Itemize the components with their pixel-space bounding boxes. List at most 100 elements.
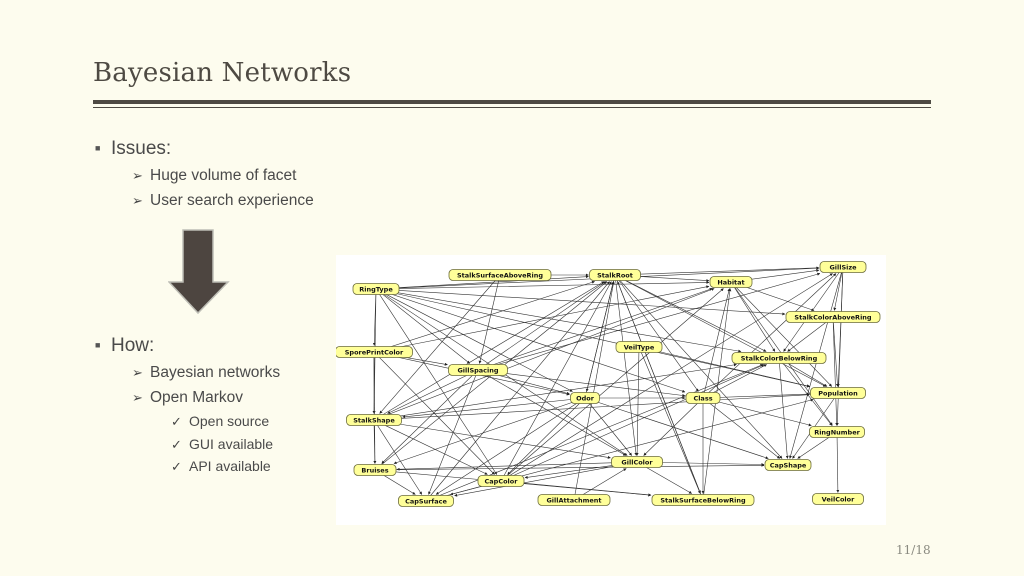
node-StalkRoot: StalkRoot	[589, 269, 641, 281]
checkmark-icon: ✓	[171, 437, 182, 452]
edge-RingType-StalkColorBelowRing	[375, 288, 742, 353]
edge-CapColor-StalkRoot	[500, 281, 612, 482]
arrow-bullet-icon: ➢	[132, 168, 143, 183]
edge-StalkRoot-GillColor	[614, 274, 638, 456]
node-label: Odor	[576, 395, 595, 403]
node-label: Class	[693, 395, 712, 403]
list-item-text: Open Markov	[150, 389, 244, 406]
node-label: RingNumber	[814, 429, 860, 437]
edge-SporePrintColor-StalkRoot	[373, 280, 595, 353]
edge-RingNumber-VeilColor	[836, 431, 840, 493]
edge-CapSurface-StalkColorBelowRing	[425, 364, 764, 502]
node-VeilColor: VeilColor	[812, 493, 864, 505]
edge-StalkShape-CapSurface	[373, 419, 423, 495]
edge-GillSpacing-CapSurface	[428, 369, 479, 495]
sub-list-item: ✓Open source	[171, 413, 269, 430]
arrow-bullet-icon: ➢	[132, 193, 143, 208]
edge-Bruises-CapShape	[374, 463, 765, 471]
edge-GillSize-RingNumber	[835, 266, 844, 426]
square-bullet-icon: ■	[95, 340, 101, 350]
edge-Odor-StalkShape	[402, 397, 586, 419]
node-StalkSurfaceAboveRing: StalkSurfaceAboveRing	[448, 269, 552, 281]
node-CapShape: CapShape	[764, 459, 812, 471]
edge-StalkRoot-GillSize	[614, 266, 820, 276]
edge-SporePrintColor-CapColor	[373, 351, 495, 475]
edge-StalkRoot-CapShape	[614, 274, 783, 459]
edge-Class-RingNumber	[702, 397, 812, 427]
title-rule-thin	[93, 107, 931, 108]
node-label: VeilType	[624, 344, 655, 352]
edge-Habitat-Population	[730, 281, 832, 387]
edge-GillAttachment-StalkRoot	[573, 281, 615, 501]
node-Habitat: Habitat	[709, 276, 753, 288]
page-number: 11/18	[896, 543, 931, 557]
node-CapSurface: CapSurface	[398, 495, 454, 507]
edge-CapSurface-StalkRoot	[425, 281, 610, 502]
edge-GillSpacing-Habitat	[477, 287, 713, 371]
edge-StalkRoot-StalkColorBelowRing	[614, 274, 767, 352]
edge-StalkShape-Population	[373, 393, 810, 421]
sub-list-item-text: GUI available	[189, 436, 274, 452]
sub-list-item-text: Open source	[189, 413, 270, 429]
edge-GillSize-StalkColorBelowRing	[783, 266, 844, 352]
title-rule-thick	[93, 100, 931, 104]
slide-title: Bayesian Networks	[93, 58, 352, 88]
edge-StalkShape-Habitat	[373, 288, 715, 421]
node-label: RingType	[359, 286, 393, 294]
edge-CapColor-StalkColorBelowRing	[500, 364, 765, 482]
edge-StalkColorAboveRing-Population	[832, 316, 839, 387]
edge-GillSpacing-StalkShape	[387, 369, 479, 414]
edge-StalkSurfaceBelowRing-StalkRoot	[617, 281, 704, 501]
edge-GillColor-Bruises	[396, 461, 638, 471]
sub-list-item: ✓API available	[171, 458, 271, 475]
edge-GillColor-CapSurface	[454, 461, 638, 497]
edge-StalkShape-StalkColorBelowRing	[373, 363, 737, 421]
edge-Class-GillColor	[643, 397, 704, 456]
list-item: ➢Bayesian networks	[132, 364, 280, 382]
node-StalkColorAboveRing: StalkColorAboveRing	[785, 311, 881, 323]
node-label: SporePrintColor	[345, 349, 404, 357]
node-StalkShape: StalkShape	[346, 414, 402, 426]
node-Odor: Odor	[570, 392, 600, 404]
edge-GillSpacing-Class	[477, 369, 686, 397]
bullet-how: ■How:	[95, 335, 154, 357]
node-GillSize: GillSize	[819, 261, 867, 273]
edge-RingType-StalkRoot	[375, 275, 589, 290]
edge-CapColor-Habitat	[500, 288, 724, 482]
edge-Odor-CapShape	[584, 397, 769, 460]
edge-RingType-CapColor	[375, 288, 498, 475]
edge-Odor-CapSurface	[435, 397, 586, 495]
node-GillAttachment: GillAttachment	[537, 494, 611, 506]
edge-RingType-Class	[375, 288, 686, 393]
node-Population: Population	[810, 387, 866, 399]
edge-Odor-Bruises	[393, 397, 586, 465]
edge-Class-Population	[702, 392, 810, 399]
edge-Class-Habitat	[702, 288, 731, 399]
edge-Class-GillSize	[702, 273, 837, 399]
edge-VeilType-GillColor	[635, 346, 640, 456]
node-VeilType: VeilType	[615, 341, 663, 353]
node-label: StalkColorBelowRing	[741, 355, 818, 363]
edge-Class-CapShape	[702, 397, 780, 459]
edge-StalkSurfaceAboveRing-StalkShape	[379, 274, 501, 414]
edge-StalkShape-Bruises	[373, 419, 377, 464]
edge-RingType-StalkColorAboveRing	[375, 288, 786, 316]
list-item: ➢Open Markov	[132, 389, 243, 407]
node-RingType: RingType	[352, 283, 400, 295]
edge-RingType-Odor	[375, 288, 573, 392]
node-CapColor: CapColor	[477, 475, 525, 487]
edge-StalkSurfaceAboveRing-GillSpacing	[478, 274, 501, 364]
node-GillSpacing: GillSpacing	[448, 364, 508, 376]
edge-GillSpacing-GillColor	[477, 369, 627, 456]
node-SporePrintColor: SporePrintColor	[335, 346, 413, 358]
edge-Population-CapShape	[792, 392, 839, 459]
node-label: GillColor	[621, 459, 653, 467]
node-label: Population	[818, 390, 858, 398]
sub-list-item: ✓ GUI available	[171, 436, 273, 453]
edge-VeilType-Population	[638, 346, 811, 388]
square-bullet-icon: ■	[95, 143, 101, 153]
edge-StalkRoot-Class	[614, 274, 699, 392]
sub-list-item-text: API available	[189, 458, 271, 474]
node-label: CapShape	[770, 462, 807, 470]
